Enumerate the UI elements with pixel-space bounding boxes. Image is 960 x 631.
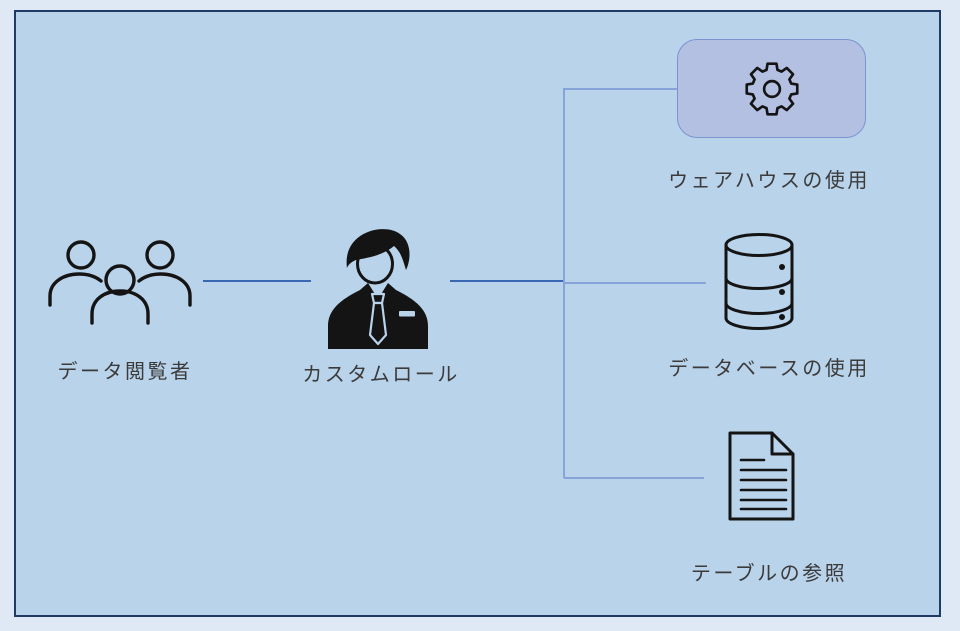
use-database-label: データベースの使用 xyxy=(668,358,870,380)
reference-tables-label: テーブルの参照 xyxy=(690,563,848,585)
document-icon xyxy=(728,431,795,521)
business-person-icon xyxy=(328,229,428,349)
custom-role-label: カスタムロール xyxy=(302,364,460,386)
connector-branch-warehouse xyxy=(564,88,677,90)
connector-branch-database xyxy=(564,282,706,284)
people-group-icon xyxy=(48,240,192,325)
connector-viewers-to-role xyxy=(203,280,311,283)
gear-icon xyxy=(744,61,799,116)
database-icon xyxy=(724,233,794,330)
warehouse-box xyxy=(677,39,866,138)
use-warehouse-label: ウェアハウスの使用 xyxy=(668,170,870,192)
connector-role-to-junction xyxy=(450,280,564,283)
connector-junction-vertical xyxy=(563,88,565,478)
connector-branch-tables xyxy=(564,477,704,479)
data-viewers-label: データ閲覧者 xyxy=(57,361,193,383)
